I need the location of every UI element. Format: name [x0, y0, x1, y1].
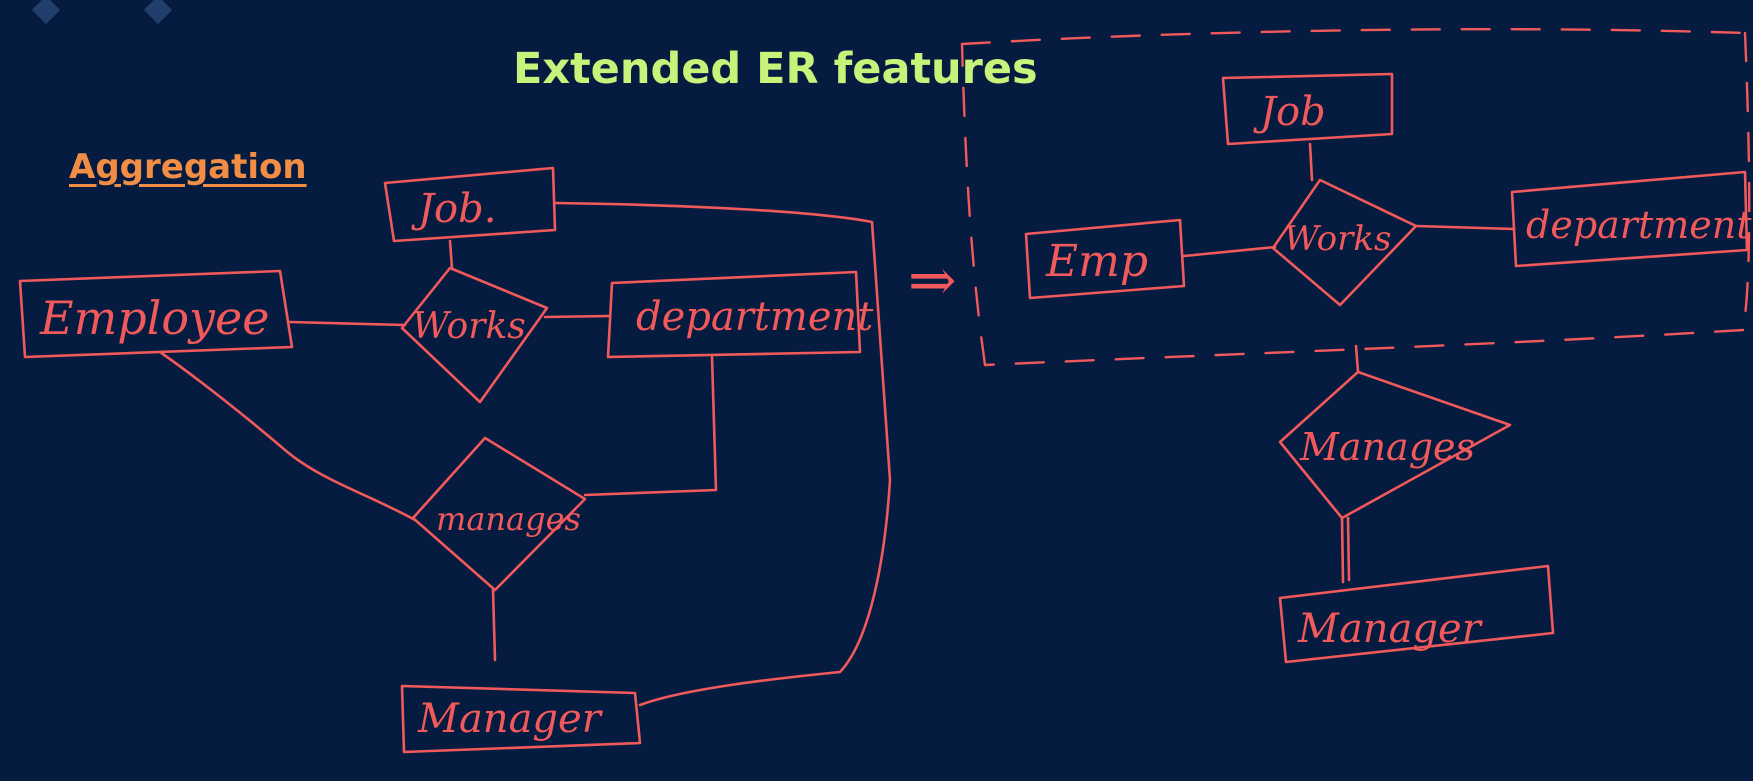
relationship-works-right-diamond: [1271, 178, 1418, 307]
aggregation-boundary-top: [960, 27, 1747, 46]
entity-manager-label: Manager: [417, 696, 604, 742]
right-connectors: [1182, 142, 1516, 584]
entity-job-right-box: [1221, 72, 1394, 146]
relationship-manages: manages: [411, 436, 587, 592]
entity-job: Job.: [383, 166, 557, 243]
entity-emp-label: Emp: [1045, 236, 1148, 287]
aggregation-boundary: [960, 27, 1751, 367]
line-works-department: [543, 314, 612, 319]
section-heading-aggregation: Aggregation: [69, 147, 307, 187]
entity-job-right-label: Job: [1253, 89, 1326, 135]
relationship-manages-label: manages: [436, 500, 581, 538]
line-employee-works: [288, 320, 407, 327]
line-department-manages: [583, 355, 718, 497]
line-manages-manager-right: [1340, 516, 1345, 584]
entity-job-label: Job.: [411, 186, 496, 232]
relationship-works-diamond: [400, 266, 549, 404]
entity-department-label: department: [636, 294, 874, 340]
entity-employee-label: Employee: [39, 291, 269, 345]
relationship-works-right: Works: [1271, 178, 1418, 307]
line-employee-manages: [158, 350, 417, 522]
aggregation-boundary-bottom: [983, 328, 1745, 367]
line-emp-works-right: [1182, 245, 1277, 258]
relationship-manages-diamond: [411, 436, 587, 592]
relationship-works-right-label: Works: [1284, 219, 1391, 259]
line-aggregate-manages: [1354, 344, 1360, 374]
entity-manager-right: Manager: [1278, 564, 1555, 664]
aggregation-boundary-left: [960, 42, 987, 367]
entity-department-box: [606, 270, 862, 359]
line-manages-manager: [491, 588, 497, 662]
line-job-works: [448, 239, 454, 270]
relationship-manages-right-label: Manages: [1299, 425, 1475, 469]
entity-emp: Emp: [1024, 218, 1186, 300]
aggregation-boundary-right: [1741, 31, 1751, 332]
entity-manager: Manager: [400, 684, 642, 754]
entity-department: department: [606, 270, 874, 359]
entity-job-right: Job: [1221, 72, 1394, 146]
line-works-department-right: [1414, 224, 1516, 231]
left-er-diagram: Job. Employee department Manager Works: [18, 166, 892, 754]
entity-department-right-label: department: [1526, 203, 1752, 247]
entity-job-box: [383, 166, 557, 243]
implies-arrow: ⇒: [908, 246, 957, 314]
line-job-manager: [553, 201, 892, 707]
entity-employee-box: [18, 269, 294, 359]
entity-emp-box: [1024, 218, 1186, 300]
entity-manager-right-label: Manager: [1297, 606, 1484, 652]
entity-department-right: department: [1510, 170, 1752, 268]
entity-manager-right-box: [1278, 564, 1555, 664]
entity-manager-box: [400, 684, 642, 754]
line-manages-manager-right-double: [1346, 516, 1351, 582]
left-connectors: [158, 201, 892, 707]
relationship-manages-right: Manages: [1278, 370, 1512, 520]
relationship-works-label: Works: [412, 306, 526, 347]
right-er-diagram: Job Emp department Manager Works: [960, 27, 1752, 664]
relationship-works: Works: [400, 266, 549, 404]
entity-employee: Employee: [18, 269, 294, 359]
slide-title: Extended ER features: [513, 44, 1038, 94]
line-job-works-right: [1308, 142, 1314, 182]
entity-department-right-box: [1510, 170, 1749, 268]
